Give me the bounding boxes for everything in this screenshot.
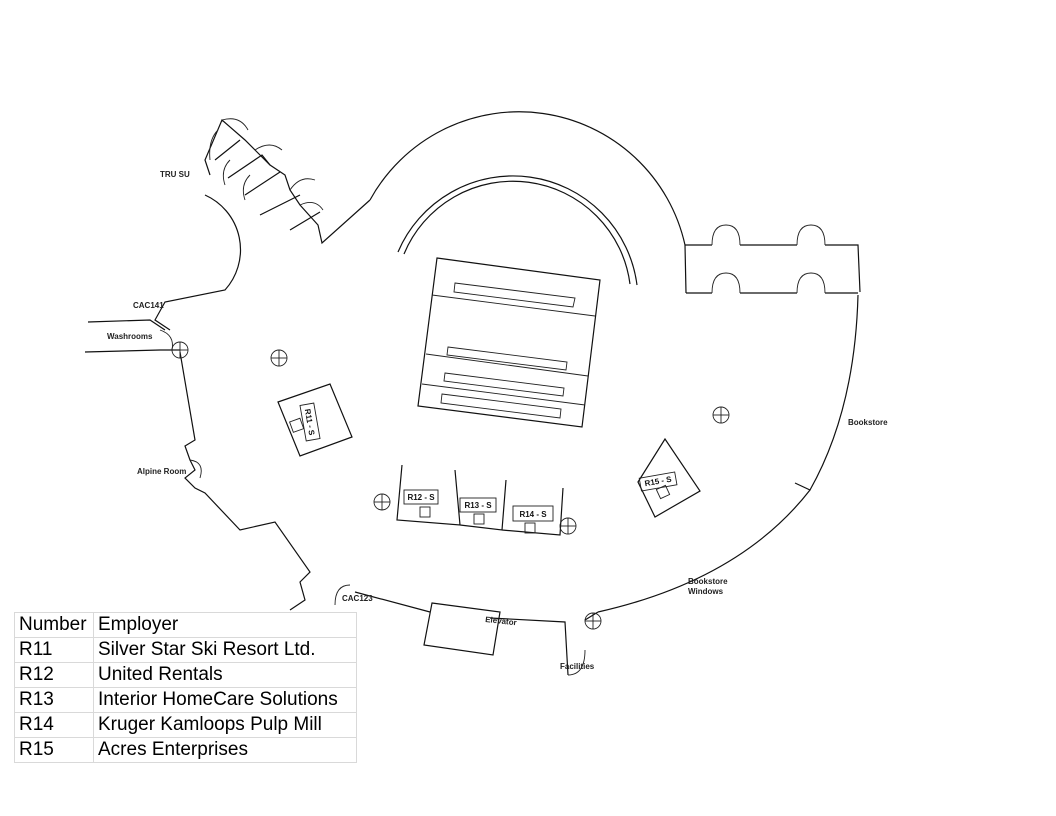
- cac123-door: [334, 584, 351, 606]
- stage-line-2: [425, 353, 589, 377]
- booth-r11-chair: [289, 417, 305, 433]
- row-employer: Interior HomeCare Solutions: [93, 687, 357, 713]
- label-elevator: Elevator: [485, 615, 517, 627]
- row-number: R11: [14, 637, 94, 663]
- washroom-door: [159, 329, 173, 351]
- row-employer: Silver Star Ski Resort Ltd.: [93, 637, 357, 663]
- east-corridor-top: [685, 244, 861, 293]
- label-bookstore-windows-1: Bookstore: [688, 577, 728, 586]
- elevator-box: [423, 602, 501, 656]
- row-number: R15: [14, 737, 94, 763]
- stage-arc-inner: [403, 180, 631, 285]
- booth-r13-sign: [459, 497, 497, 513]
- label-washrooms: Washrooms: [107, 332, 153, 341]
- table-row: R13 Interior HomeCare Solutions: [14, 687, 357, 713]
- east-curved-wall: [794, 294, 859, 491]
- booth-r14-chair: [524, 522, 536, 534]
- stair-3: [443, 372, 565, 397]
- booth-r13-chair: [473, 513, 485, 525]
- label-cac141: CAC141: [133, 301, 164, 310]
- east-door-swings: [711, 224, 826, 294]
- west-wall: [179, 351, 311, 611]
- stage-block: [417, 257, 601, 428]
- header-number: Number: [14, 612, 94, 638]
- label-trusu: TRU SU: [160, 170, 190, 179]
- nw-wing-outline: [154, 119, 371, 331]
- booth-r12-chair: [419, 506, 431, 518]
- booth-r12-sign: [403, 489, 439, 505]
- row-number: R14: [14, 712, 94, 738]
- booth-r11-outline: [277, 383, 353, 457]
- table-row: R14 Kruger Kamloops Pulp Mill: [14, 712, 357, 738]
- stair-4: [440, 393, 562, 419]
- booth-r15-outline: [637, 437, 701, 518]
- label-bookstore-windows-2: Windows: [688, 587, 724, 596]
- row-employer: United Rentals: [93, 662, 357, 688]
- booth-r12-label: R12 - S: [407, 493, 435, 502]
- table-row: R11 Silver Star Ski Resort Ltd.: [14, 637, 357, 663]
- booth-row-r12-r14: [396, 464, 564, 536]
- stage-line-1: [431, 294, 596, 317]
- nw-door-swings: [209, 118, 324, 211]
- row-employer: Acres Enterprises: [93, 737, 357, 763]
- table-row: R15 Acres Enterprises: [14, 737, 357, 763]
- nw-inner-walls: [214, 139, 321, 231]
- table-row: R12 United Rentals: [14, 662, 357, 688]
- table-header-row: Number Employer: [14, 612, 357, 638]
- booth-r11-sign: [299, 402, 321, 442]
- stair-2: [446, 346, 568, 371]
- column-markers: [171, 341, 730, 630]
- booth-r14-sign: [512, 505, 554, 522]
- alpine-room-door: [189, 459, 202, 479]
- southeast-curved-wall: [597, 489, 811, 613]
- east-corridor-left: [684, 244, 687, 294]
- booth-r13-label: R13 - S: [464, 501, 492, 510]
- label-bookstore: Bookstore: [848, 418, 888, 427]
- row-employer: Kruger Kamloops Pulp Mill: [93, 712, 357, 738]
- stair-1: [453, 282, 576, 308]
- label-facilities: Facilities: [560, 662, 595, 671]
- header-employer: Employer: [93, 612, 357, 638]
- booth-r14-label: R14 - S: [519, 510, 547, 519]
- stage-arc-outer: [397, 175, 638, 286]
- employer-table: Number Employer R11 Silver Star Ski Reso…: [14, 612, 357, 763]
- booth-r15-chair: [655, 484, 671, 500]
- row-number: R12: [14, 662, 94, 688]
- label-cac123: CAC123: [342, 594, 373, 603]
- facilities-door: [567, 649, 586, 676]
- row-number: R13: [14, 687, 94, 713]
- atrium-outer-arc: [369, 111, 686, 246]
- label-alpine-room: Alpine Room: [137, 467, 186, 476]
- stage-line-3: [421, 383, 586, 406]
